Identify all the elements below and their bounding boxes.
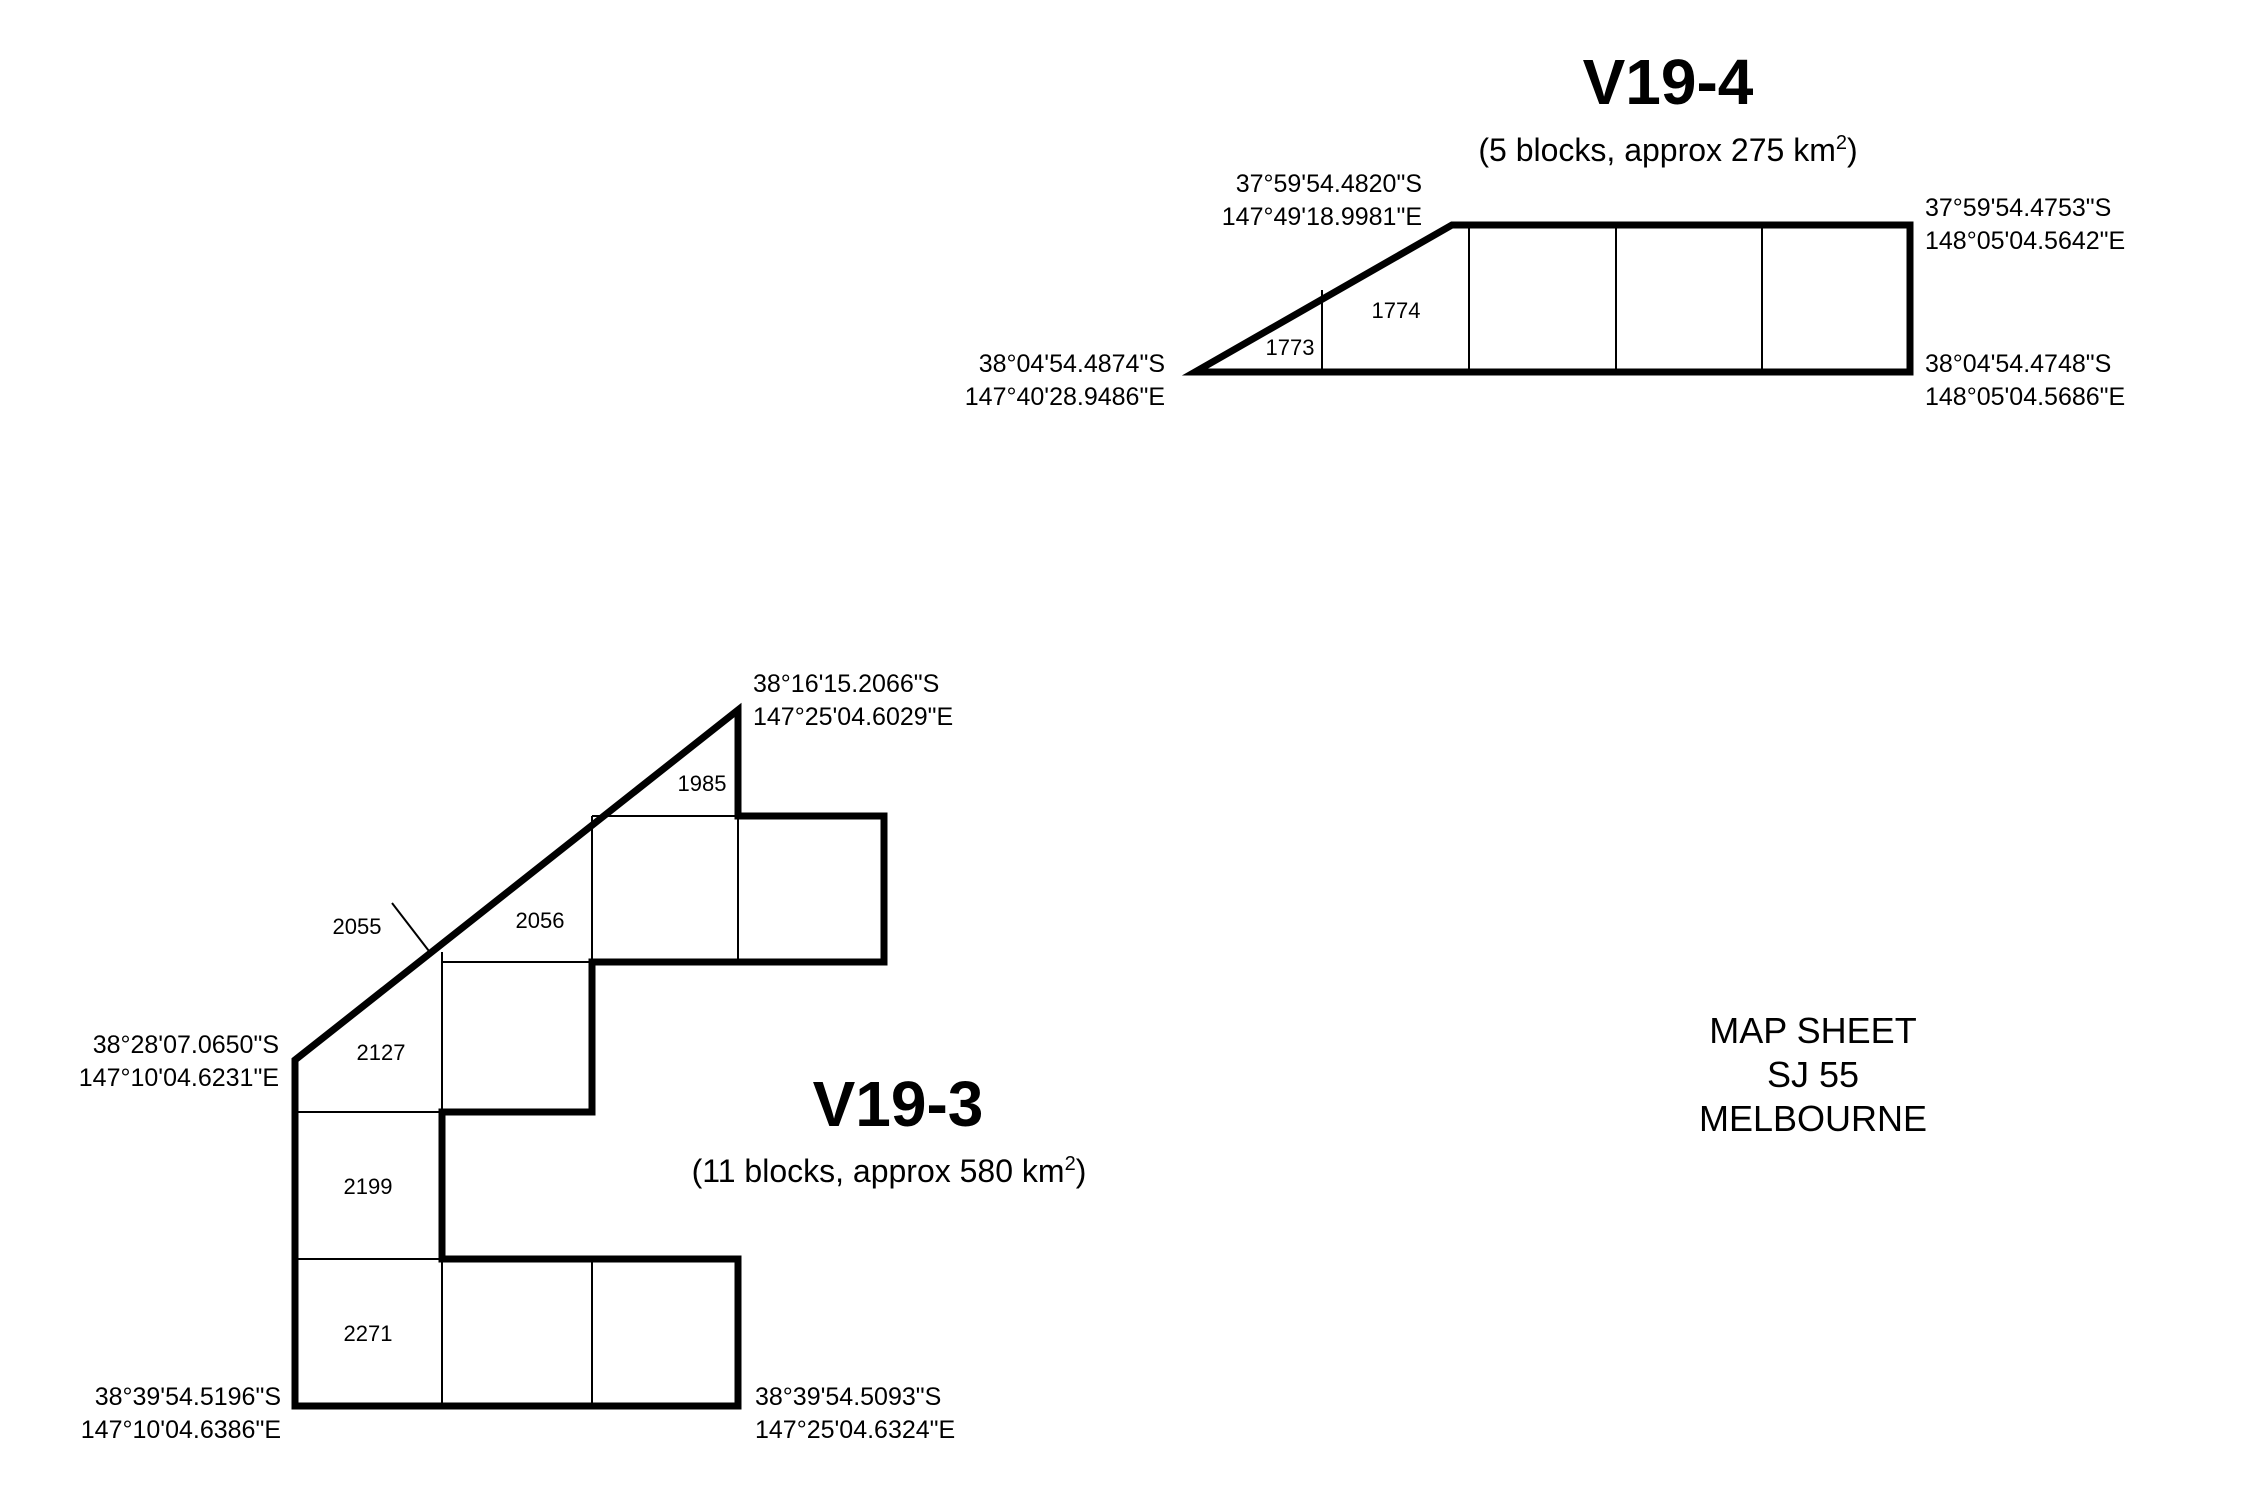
- block-label: 2056: [516, 908, 565, 933]
- corner-bottom-right: 38°39'54.5093"S 147°25'04.6324"E: [755, 1383, 955, 1444]
- area-boundary: [1181, 221, 1914, 376]
- corner-lon: 147°49'18.9981"E: [1222, 203, 1422, 231]
- corner-top-right: 37°59'54.4753"S 148°05'04.5642"E: [1925, 194, 2125, 255]
- corner-lon: 147°25'04.6029"E: [753, 703, 953, 731]
- block-label: 2127: [357, 1040, 406, 1065]
- block-label: 1773: [1266, 335, 1315, 360]
- map-sheet-line: SJ 55: [1767, 1054, 1859, 1095]
- block-label: 1774: [1372, 298, 1421, 323]
- corner-lon: 147°10'04.6231"E: [79, 1064, 279, 1092]
- corner-lat: 38°39'54.5093"S: [755, 1383, 941, 1411]
- area-v19-4: V19-4 (5 blocks, approx 275 km2) 1773 17…: [965, 46, 2125, 411]
- corner-lon: 148°05'04.5642"E: [1925, 227, 2125, 255]
- corner-lat: 38°39'54.5196"S: [95, 1383, 281, 1411]
- area-subtitle: (11 blocks, approx 580 km2): [692, 1153, 1087, 1189]
- corner-lat: 37°59'54.4820"S: [1236, 170, 1422, 198]
- corner-lon: 147°10'04.6386"E: [81, 1416, 281, 1444]
- corner-lat: 38°16'15.2066"S: [753, 670, 939, 698]
- block-grid: [1321, 225, 1763, 372]
- block-2055-leader: [391, 902, 433, 956]
- corner-top-left: 37°59'54.4820"S 147°49'18.9981"E: [1222, 170, 1422, 231]
- corner-bottom-left: 38°04'54.4874"S 147°40'28.9486"E: [965, 350, 1165, 411]
- block-grid: [295, 815, 739, 1406]
- area-v19-3: V19-3 (11 blocks, approx 580 km2) 1985 2…: [79, 670, 1087, 1444]
- block-label: 2055: [333, 914, 382, 939]
- corner-lon: 147°25'04.6324"E: [755, 1416, 955, 1444]
- subtitle-text: (11 blocks, approx 580 km: [692, 1153, 1065, 1189]
- corner-lon: 147°40'28.9486"E: [965, 383, 1165, 411]
- block-label: 1985: [678, 771, 727, 796]
- block-label: 2199: [344, 1174, 393, 1199]
- map-sheet-label: MAP SHEET SJ 55 MELBOURNE: [1699, 1010, 1927, 1139]
- area-title: V19-4: [1583, 46, 1754, 118]
- corner-lat: 38°04'54.4874"S: [979, 350, 1165, 378]
- corner-lat: 37°59'54.4753"S: [1925, 194, 2111, 222]
- corner-lat: 38°28'07.0650"S: [93, 1031, 279, 1059]
- subtitle-close: ): [1076, 1153, 1087, 1189]
- area-title: V19-3: [813, 1068, 984, 1140]
- map-sheet-line: MELBOURNE: [1699, 1098, 1927, 1139]
- superscript: 2: [1836, 132, 1847, 154]
- subtitle-close: ): [1847, 132, 1858, 168]
- corner-top-right: 38°16'15.2066"S 147°25'04.6029"E: [753, 670, 953, 731]
- area-boundary: [291, 702, 888, 1410]
- corner-bottom-left: 38°39'54.5196"S 147°10'04.6386"E: [81, 1383, 281, 1444]
- block-label: 2271: [344, 1321, 393, 1346]
- area-subtitle: (5 blocks, approx 275 km2): [1478, 132, 1857, 168]
- corner-left-upper: 38°28'07.0650"S 147°10'04.6231"E: [79, 1031, 279, 1092]
- corner-lat: 38°04'54.4748"S: [1925, 350, 2111, 378]
- subtitle-text: (5 blocks, approx 275 km: [1478, 132, 1836, 168]
- corner-lon: 148°05'04.5686"E: [1925, 383, 2125, 411]
- corner-bottom-right: 38°04'54.4748"S 148°05'04.5686"E: [1925, 350, 2125, 411]
- map-sheet-line: MAP SHEET: [1709, 1010, 1916, 1051]
- superscript: 2: [1065, 1153, 1076, 1175]
